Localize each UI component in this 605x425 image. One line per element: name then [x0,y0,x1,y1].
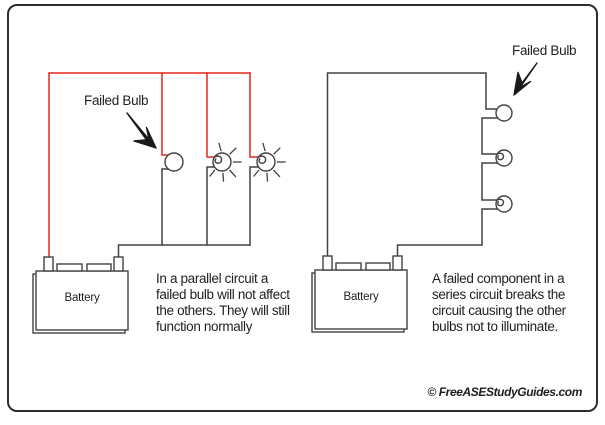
failed-bulb-arrow-icon [126,112,157,149]
failed-bulb-icon [164,152,184,172]
filament-icon [213,155,223,164]
battery-symbol [32,256,129,334]
hot-wire-red [48,72,259,258]
battery-cap [335,262,362,271]
parallel-caption: In a parallel circuit a failed bulb will… [156,271,290,335]
caption-line: A failed component in a [432,271,565,286]
battery-cap [86,263,112,272]
battery-cap [365,262,391,271]
filament-icon [257,155,267,164]
border-frame [7,4,598,412]
light-rays-icon [253,142,286,182]
failed-bulb-label-parallel: Failed Bulb [84,93,149,108]
battery-symbol [311,255,408,333]
filament-icon [496,152,505,161]
series-wire-black [326,72,498,257]
lit-bulb-icon [253,142,286,182]
lit-bulb-icon [209,142,242,182]
caption-line: the others. They will still [156,302,290,318]
battery-terminal-positive [43,256,54,272]
caption-line: bulbs not to illuminate. [432,318,558,334]
battery-terminal-negative [392,255,403,271]
battery-body [314,269,408,330]
ground-wire-black [117,166,260,258]
light-rays-icon [209,142,242,182]
battery-terminal-negative [113,256,124,272]
unlit-bulb-icon [495,195,513,213]
battery-terminal-positive [322,255,333,271]
caption-line: failed bulb will not affect [156,286,290,302]
caption-line: function normally [156,318,253,334]
copyright-text: © FreeASEStudyGuides.com [427,385,582,399]
caption-line: circuit causing the other [432,302,566,318]
battery-cap [56,263,83,272]
battery-label-series: Battery [343,291,379,303]
caption-line: In a parallel circuit a [156,271,269,286]
series-caption: A failed component in a series circuit b… [432,271,566,335]
failed-bulb-icon [495,104,513,122]
filament-icon [496,198,505,207]
failed-bulb-arrow-icon [513,62,538,96]
caption-line: series circuit breaks the [432,286,566,302]
battery-label-parallel: Battery [64,292,100,304]
unlit-bulb-icon [495,149,513,167]
failed-bulb-label-series: Failed Bulb [512,43,577,58]
parallel-circuit [32,72,286,334]
series-circuit [311,62,538,333]
